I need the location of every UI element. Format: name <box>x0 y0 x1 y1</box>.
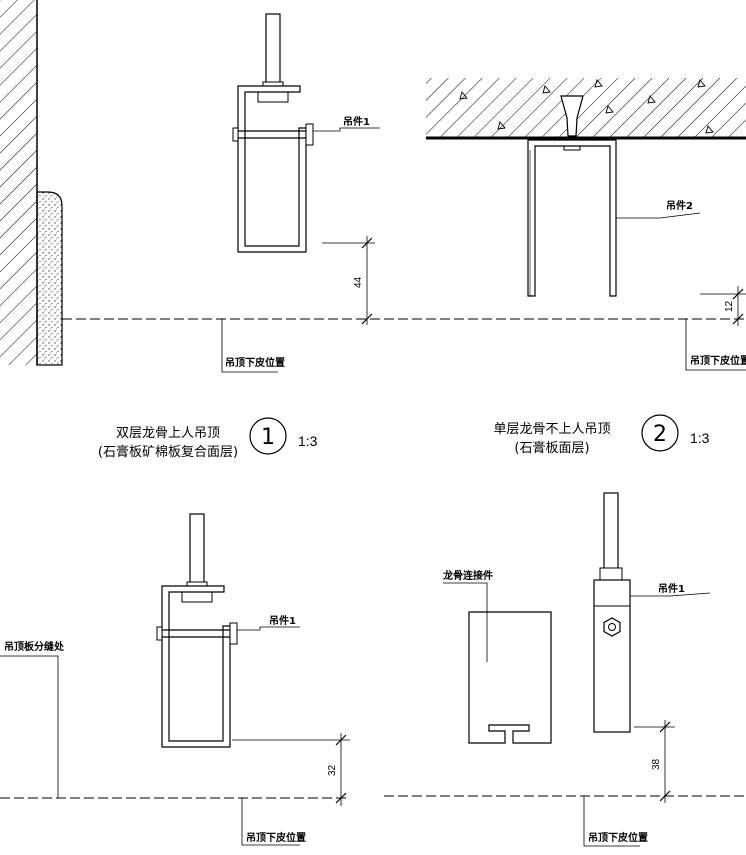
ceiling-label: 吊顶下皮位置 <box>588 831 648 844</box>
seam-label: 吊顶板分缝处 <box>4 640 65 653</box>
label-leader <box>221 319 278 373</box>
aggregate-marks <box>459 79 714 134</box>
dimension-tick <box>335 734 347 746</box>
detail-title: 单层龙骨不上人吊顶 <box>493 422 610 437</box>
bolt-nut <box>305 123 314 146</box>
detail-number: 1 <box>261 425 275 450</box>
ceiling-label: 吊顶下皮位置 <box>690 354 746 367</box>
dimension-value: 38 <box>651 758 662 770</box>
label-leader <box>630 592 711 597</box>
connector-label: 龙骨连接件 <box>442 569 493 582</box>
detail-1-title: 双层龙骨上人吊顶 (石膏板矿棉板复合面层) 1 1:3 <box>98 417 318 460</box>
label-leader <box>583 796 640 847</box>
hanger-body <box>593 579 631 733</box>
washer <box>257 90 289 103</box>
dimension-value: 32 <box>327 764 338 776</box>
label-leader <box>0 655 59 798</box>
hanger-label: 吊件1 <box>658 582 685 595</box>
hex-nut-hole <box>608 623 616 631</box>
bolt-head <box>156 626 163 641</box>
dimension-tick <box>659 721 671 733</box>
hanger-bracket <box>161 585 231 748</box>
wall-hatch <box>0 0 37 365</box>
detail-number-circle <box>641 414 679 452</box>
detail-1: 吊件1 44 吊顶下皮位置 <box>0 0 380 373</box>
detail-2: 吊件2 12 吊顶下皮位置 <box>384 78 746 371</box>
dimension-value: 12 <box>724 300 735 312</box>
washer <box>181 590 213 603</box>
hanger-label: 吊件2 <box>666 199 693 212</box>
hanger-bracket-2 <box>527 139 617 297</box>
runner-connector <box>468 611 552 744</box>
dimension-tick <box>732 288 744 300</box>
label-leader <box>616 212 701 219</box>
hanger-label: 吊件1 <box>269 614 296 627</box>
suspension-rod <box>265 13 281 89</box>
label-leader <box>443 582 488 662</box>
dimension-tick <box>361 313 373 325</box>
hanger-bracket <box>237 85 307 253</box>
detail-scale: 1:3 <box>690 430 710 446</box>
ceiling-label: 吊顶下皮位置 <box>246 831 306 844</box>
detail-4: 龙骨连接件 吊件1 38 吊顶下皮位置 <box>384 492 746 847</box>
suspension-rod <box>189 513 205 589</box>
bolt-nut <box>229 622 238 645</box>
detail-scale: 1:3 <box>298 433 318 449</box>
label-leader <box>237 626 300 631</box>
ceiling-label: 吊顶下皮位置 <box>225 356 285 369</box>
label-leader <box>313 127 380 132</box>
detail-number-circle <box>249 417 287 455</box>
detail-subtitle: (石膏板面层) <box>514 440 589 456</box>
nut <box>599 567 623 581</box>
dimension-value: 44 <box>353 276 364 288</box>
wall-finish <box>36 191 63 366</box>
detail-subtitle: (石膏板矿棉板复合面层) <box>98 444 238 460</box>
detail-2-title: 单层龙骨不上人吊顶 (石膏板面层) 2 1:3 <box>493 414 710 456</box>
concrete-slab <box>426 78 746 138</box>
label-leader <box>685 319 746 371</box>
detail-number: 2 <box>653 422 667 447</box>
detail-title: 双层龙骨上人吊顶 <box>116 426 220 441</box>
detail-3: 吊件1 吊顶板分缝处 32 吊顶下皮位置 <box>0 513 350 846</box>
hanger-label: 吊件1 <box>343 115 370 128</box>
bolt-head <box>232 127 239 142</box>
expansion-anchor <box>560 95 584 137</box>
label-leader <box>241 798 300 846</box>
suspension-rod <box>603 492 619 571</box>
dimension-tick <box>361 237 373 249</box>
